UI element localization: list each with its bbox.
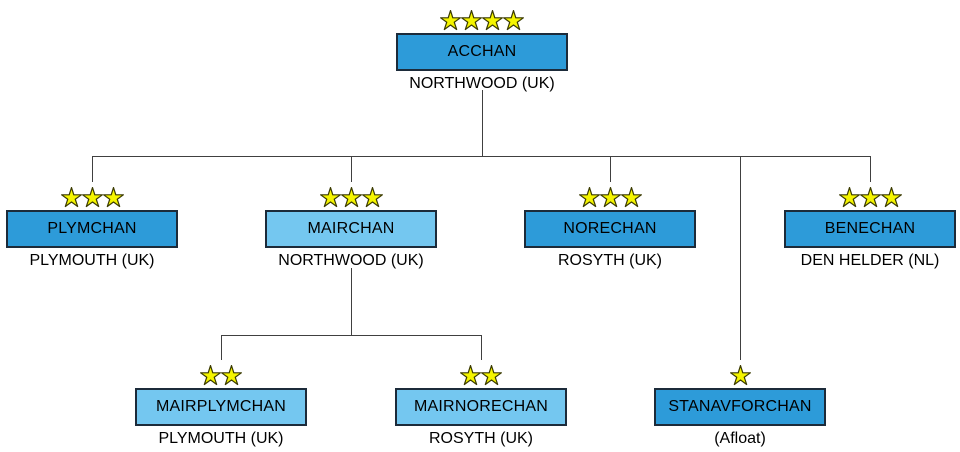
rank-stars [578,182,642,210]
org-location: PLYMOUTH (UK) [29,252,155,269]
org-box-label: ACCHAN [447,43,517,60]
rank-star-icon [880,187,902,208]
org-box-label: MAIRPLYMCHAN [155,398,287,415]
org-location: ROSYTH (UK) [429,430,533,447]
org-box-benechan: BENECHAN [784,210,956,248]
rank-star-icon [220,365,243,386]
connector-acchan-stem [482,90,483,156]
rank-stars [439,5,525,33]
rank-star-icon [439,10,462,31]
rank-stars [319,182,383,210]
rank-star-icon [199,365,222,386]
rank-star-icon [859,187,881,208]
connector-mairchan-children-rail [221,335,482,336]
rank-star-icon [729,365,751,386]
rank-stars [838,182,902,210]
connector-drop-mairchan [351,156,352,182]
connector-drop-benechan [870,156,871,182]
connector-mairchan-stem [351,268,352,335]
org-box-plymchan: PLYMCHAN [6,210,178,248]
connector-drop-norechan [610,156,611,182]
org-box-acchan: ACCHAN [396,33,568,71]
connector-drop-mairplymchan [221,335,222,360]
org-box-label: STANAVFORCHAN [668,398,812,415]
org-box-mairnorechan: MAIRNORECHAN [395,388,567,426]
org-node-stanavforchan: STANAVFORCHAN (Afloat) [654,360,826,448]
org-location: PLYMOUTH (UK) [158,430,284,447]
rank-star-icon [81,187,103,208]
rank-star-icon [620,187,642,208]
org-node-norechan: NORECHAN ROSYTH (UK) [524,182,696,270]
connector-drop-stanavforchan [740,156,741,360]
rank-stars [199,360,243,388]
org-node-mairchan: MAIRCHAN NORTHWOOD (UK) [265,182,437,270]
org-box-label: PLYMCHAN [47,220,137,237]
org-node-benechan: BENECHAN DEN HELDER (NL) [784,182,956,270]
org-location: NORTHWOOD (UK) [409,75,555,92]
org-location: ROSYTH (UK) [558,252,662,269]
org-box-stanavforchan: STANAVFORCHAN [654,388,826,426]
org-location: NORTHWOOD (UK) [278,252,424,269]
connector-acchan-children-rail [92,156,871,157]
org-box-label: MAIRNORECHAN [414,398,548,415]
org-node-mairnorechan: MAIRNORECHAN ROSYTH (UK) [395,360,567,448]
rank-star-icon [340,187,362,208]
rank-star-icon [838,187,860,208]
rank-star-icon [502,10,525,31]
rank-star-icon [480,365,503,386]
rank-star-icon [319,187,341,208]
rank-star-icon [481,10,504,31]
org-box-mairchan: MAIRCHAN [265,210,437,248]
org-node-acchan: ACCHAN NORTHWOOD (UK) [396,5,568,93]
rank-star-icon [361,187,383,208]
org-box-norechan: NORECHAN [524,210,696,248]
connector-drop-plymchan [92,156,93,182]
rank-star-icon [460,10,483,31]
rank-star-icon [599,187,621,208]
rank-star-icon [102,187,124,208]
org-box-label: BENECHAN [824,220,916,237]
org-location: (Afloat) [714,430,766,447]
rank-stars [60,182,124,210]
org-box-label: MAIRCHAN [307,220,395,237]
rank-star-icon [60,187,82,208]
org-location: DEN HELDER (NL) [800,252,940,269]
rank-star-icon [578,187,600,208]
org-box-mairplymchan: MAIRPLYMCHAN [135,388,307,426]
org-box-label: NORECHAN [563,220,657,237]
rank-stars [459,360,503,388]
connector-drop-mairnorechan [481,335,482,360]
rank-stars [729,360,751,388]
org-node-mairplymchan: MAIRPLYMCHAN PLYMOUTH (UK) [135,360,307,448]
rank-star-icon [459,365,482,386]
org-node-plymchan: PLYMCHAN PLYMOUTH (UK) [6,182,178,270]
